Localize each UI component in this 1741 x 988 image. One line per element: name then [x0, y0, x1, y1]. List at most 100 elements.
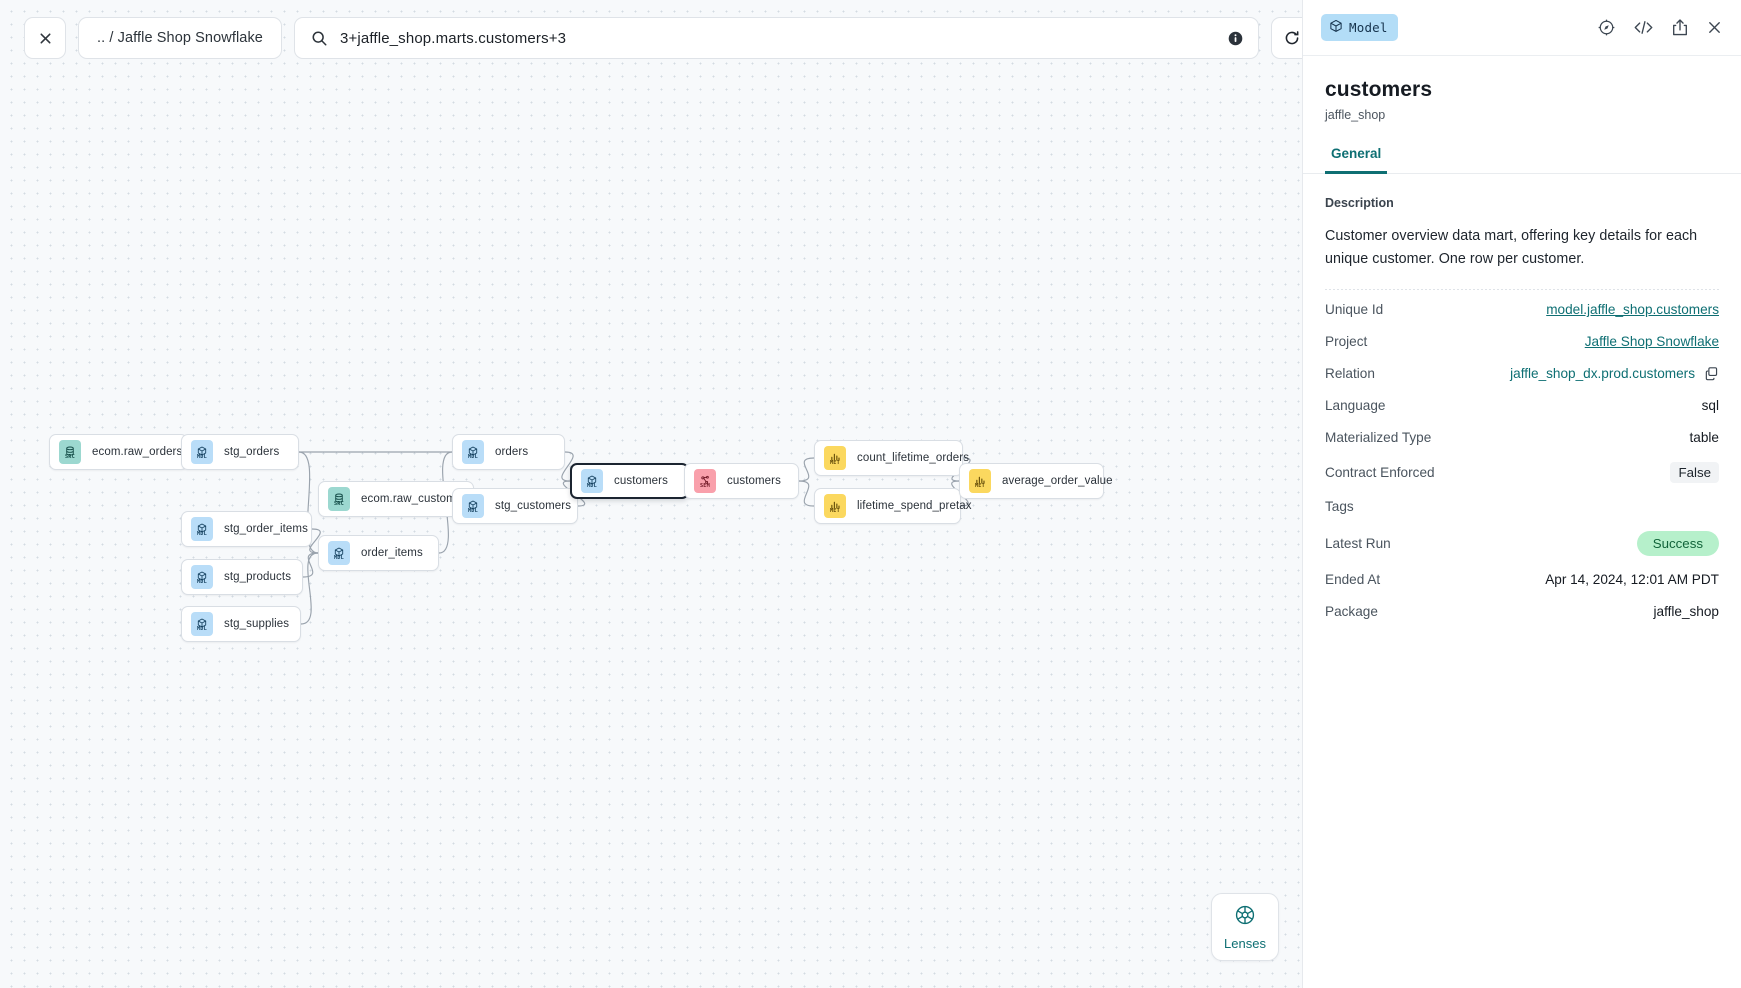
detail-row: Project Jaffle Shop Snowflake [1325, 326, 1719, 358]
code-icon[interactable] [1633, 18, 1654, 37]
detail-row-value: jaffle_shop [1653, 604, 1719, 619]
lineage-node-customers_model[interactable]: MDL customers [570, 463, 689, 499]
breadcrumb-label: .. / Jaffle Shop Snowflake [97, 30, 263, 46]
detail-row-value: jaffle_shop_dx.prod.customers [1510, 366, 1719, 381]
node-type-badge-mdl-icon: MDL [581, 469, 603, 493]
detail-value-text: Apr 14, 2024, 12:01 AM PDT [1545, 572, 1719, 588]
tab-general[interactable]: General [1325, 146, 1388, 174]
node-label: stg_customers [495, 500, 572, 512]
detail-value-text[interactable]: Jaffle Shop Snowflake [1584, 334, 1719, 350]
node-label: stg_products [224, 571, 292, 583]
lineage-node-average_order_value[interactable]: MET average_order_value [959, 463, 1112, 499]
detail-row: Latest Run Success [1325, 523, 1719, 564]
refresh-button[interactable] [1270, 17, 1302, 59]
panel-title-block: customers jaffle_shop [1303, 56, 1741, 122]
detail-row: Package jaffle_shop [1325, 596, 1719, 628]
detail-value-text: table [1689, 430, 1719, 446]
node-label: stg_order_items [224, 523, 308, 535]
detail-row: Language sql [1325, 390, 1719, 422]
node-type-badge-met-icon: MET [824, 494, 846, 518]
node-type-label: Model [1349, 20, 1388, 35]
detail-row: Ended At Apr 14, 2024, 12:01 AM PDT [1325, 564, 1719, 596]
detail-row-value: Success [1636, 530, 1719, 556]
detail-row-key: Package [1325, 604, 1378, 620]
detail-value-text: False [1670, 461, 1719, 483]
lineage-node-stg_customers[interactable]: MDL stg_customers [452, 488, 578, 524]
node-type-badge-mdl-icon: MDL [191, 517, 213, 541]
panel-header-actions [1597, 18, 1723, 37]
close-icon[interactable] [1706, 19, 1723, 36]
detail-row-value: table [1690, 430, 1719, 445]
detail-value-text: sql [1701, 398, 1719, 414]
copy-icon[interactable] [1704, 366, 1719, 381]
node-type-badge-met-icon: MET [969, 469, 991, 493]
divider [1325, 288, 1719, 290]
detail-row-key: Ended At [1325, 572, 1381, 588]
node-type-badge-mdl-icon: MDL [191, 612, 213, 636]
search-icon [311, 30, 328, 47]
compass-icon[interactable] [1597, 18, 1616, 37]
node-label: stg_orders [224, 446, 280, 458]
lineage-node-stg_orders[interactable]: MDL stg_orders [181, 434, 299, 470]
lenses-button[interactable]: Lenses [1211, 893, 1279, 961]
detail-row: Tags [1325, 491, 1719, 523]
node-label: ecom.raw_orders [92, 446, 183, 458]
node-type-badge-mdl-icon: MDL [462, 494, 484, 518]
info-icon[interactable] [1227, 30, 1244, 47]
lineage-node-ecom_raw_orders[interactable]: SRC ecom.raw_orders [49, 434, 188, 470]
detail-row-value: sql [1702, 398, 1719, 413]
lineage-node-stg_products[interactable]: MDL stg_products [181, 559, 303, 595]
detail-row-key: Language [1325, 398, 1386, 414]
breadcrumb[interactable]: .. / Jaffle Shop Snowflake [78, 17, 282, 59]
detail-row-key: Materialized Type [1325, 430, 1432, 446]
detail-row: Contract Enforced False [1325, 454, 1719, 491]
detail-row-key: Relation [1325, 366, 1375, 382]
search-input[interactable] [339, 29, 1227, 47]
node-type-badge-sem-icon: SEM [694, 469, 716, 493]
node-type-badge-mdl-icon: MDL [328, 541, 350, 565]
lineage-node-stg_order_items[interactable]: MDL stg_order_items [181, 511, 312, 547]
node-type-badge: Model [1321, 14, 1398, 41]
node-type-badge-src-icon: SRC [328, 487, 350, 511]
node-type-badge-mdl-icon: MDL [191, 565, 213, 589]
share-icon[interactable] [1671, 18, 1689, 37]
detail-value-text[interactable]: model.jaffle_shop.customers [1546, 302, 1719, 318]
detail-row: Relation jaffle_shop_dx.prod.customers [1325, 358, 1719, 390]
detail-row-value: False [1670, 461, 1719, 483]
search-bar[interactable] [293, 17, 1259, 59]
detail-row-key: Latest Run [1325, 535, 1391, 551]
node-label: lifetime_spend_pretax [857, 500, 972, 512]
node-type-badge-mdl-icon: MDL [191, 440, 213, 464]
node-label: average_order_value [1002, 475, 1113, 487]
detail-row: Materialized Type table [1325, 422, 1719, 454]
node-label: customers [727, 475, 781, 487]
detail-row-value: model.jaffle_shop.customers [1546, 302, 1719, 317]
details-panel: Model [1302, 0, 1741, 988]
lineage-node-customers_semantic[interactable]: SEM customers [684, 463, 799, 499]
lineage-node-ecom_raw_customers[interactable]: SRC ecom.raw_customers [318, 481, 474, 517]
detail-row-key: Project [1325, 334, 1368, 350]
detail-row-key: Contract Enforced [1325, 464, 1435, 480]
node-type-badge-src-icon: SRC [59, 440, 81, 464]
panel-header: Model [1303, 0, 1741, 56]
close-button[interactable] [24, 17, 66, 59]
node-label: orders [495, 446, 529, 458]
refresh-icon [1285, 31, 1299, 45]
lenses-label: Lenses [1224, 935, 1266, 951]
page-title: customers [1325, 78, 1433, 101]
detail-value-text: jaffle_shop [1653, 604, 1719, 620]
lineage-node-lifetime_spend_pretax[interactable]: MET lifetime_spend_pretax [814, 488, 972, 524]
description-label: Description [1325, 196, 1394, 210]
node-label: customers [614, 475, 668, 487]
node-label: ecom.raw_customers [361, 493, 473, 505]
detail-value-text[interactable]: jaffle_shop_dx.prod.customers [1510, 366, 1695, 382]
aperture-icon [1234, 904, 1256, 931]
canvas-toolbar: .. / Jaffle Shop Snowflake [24, 17, 1302, 59]
